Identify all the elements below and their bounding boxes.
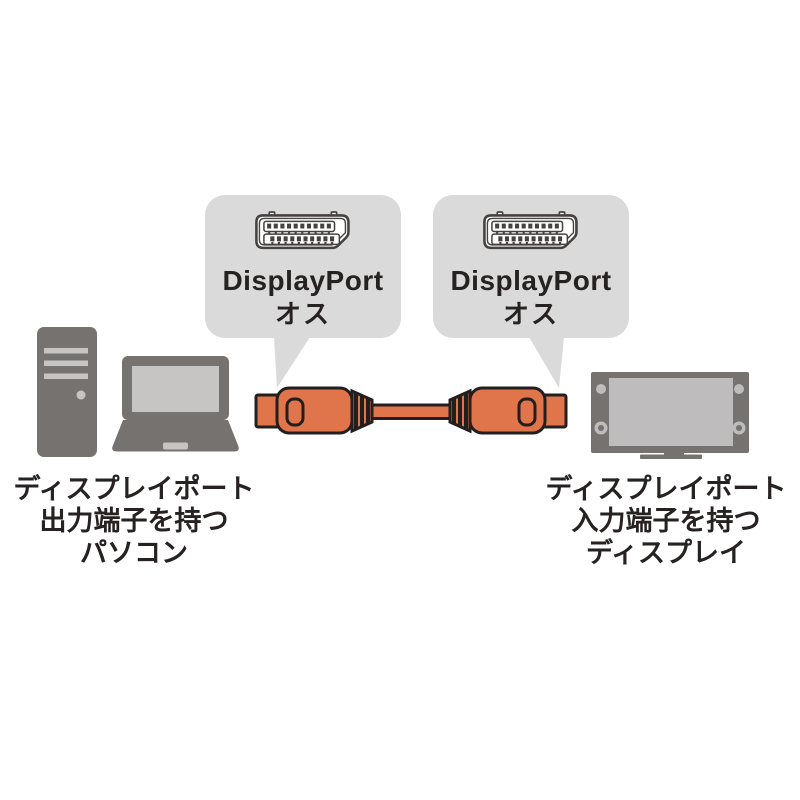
caption-pc-line1: ディスプレイポート: [13, 474, 255, 504]
caption-pc-line2: 出力端子を持つ: [39, 506, 229, 536]
caption-display-line1: ディスプレイポート: [545, 474, 787, 504]
cable-latch-left: [285, 397, 305, 427]
laptop-icon: [112, 356, 239, 452]
caption-display: ディスプレイポート 入力端子を持つ ディスプレイ: [538, 473, 794, 569]
caption-pc-line3: パソコン: [80, 538, 188, 568]
caption-pc: ディスプレイポート 出力端子を持つ パソコン: [6, 473, 262, 569]
connector-gender-label: オス: [502, 299, 559, 329]
cable-strain-relief-left: [350, 388, 374, 434]
connector-gender-label: オス: [274, 299, 331, 329]
displayport-cable-icon: [254, 386, 568, 435]
speech-bubble-tail-left: [274, 337, 310, 388]
desktop-tower-icon: [37, 327, 97, 457]
speech-bubble-right: DisplayPort オス: [433, 195, 629, 338]
speech-bubble-tail-right: [529, 337, 564, 388]
displayport-connector-icon: [482, 211, 578, 250]
tower-body: [37, 327, 97, 457]
tower-power-button: [76, 390, 86, 400]
laptop-screen: [132, 366, 219, 412]
speech-bubble-tails: [274, 337, 564, 388]
connector-type-label: DisplayPort: [450, 265, 612, 296]
cable-strain-relief-right: [448, 388, 472, 434]
cable-cord: [367, 403, 455, 420]
monitor-icon: [591, 372, 749, 459]
monitor-stand-base: [640, 454, 702, 459]
displayport-connector-icon: [254, 211, 350, 250]
monitor-screen: [609, 378, 733, 446]
cable-latch-right: [517, 397, 537, 427]
laptop-touchpad: [163, 442, 188, 450]
laptop-base: [112, 420, 239, 452]
tower-drive-slots: [44, 348, 88, 379]
caption-display-line3: ディスプレイ: [585, 538, 747, 568]
caption-display-line2: 入力端子を持つ: [571, 506, 761, 536]
monitor-speaker-dots: [594, 384, 746, 435]
speech-bubble-left: DisplayPort オス: [205, 195, 401, 338]
connector-type-label: DisplayPort: [222, 265, 384, 296]
